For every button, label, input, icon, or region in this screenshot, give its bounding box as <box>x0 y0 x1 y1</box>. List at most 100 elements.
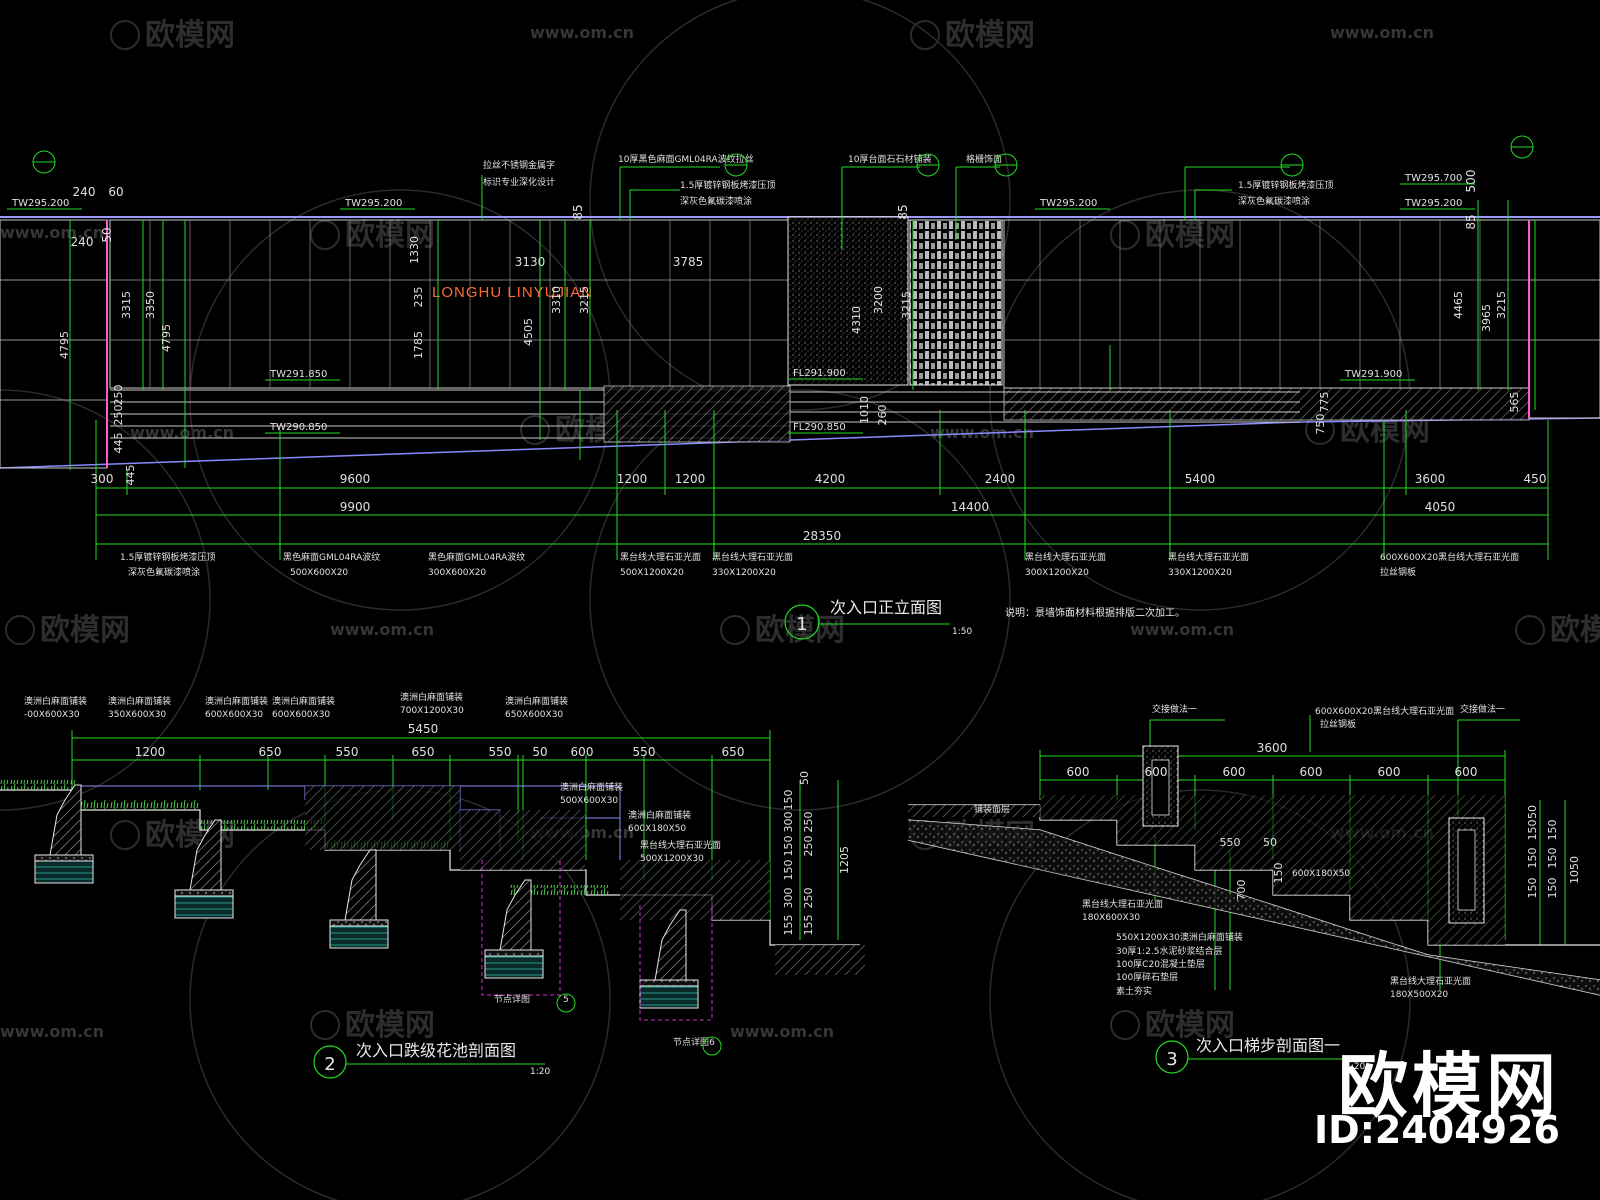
dim-vertical: 250 <box>112 385 125 406</box>
stone-cladding-zone <box>603 385 791 443</box>
dim-bottom: 2400 <box>985 472 1016 486</box>
s3-dim-right: 150 <box>1546 820 1559 841</box>
level-tag: TW295.200 <box>344 198 402 209</box>
s3-dim: 600 <box>1145 765 1168 779</box>
watermark-logo-icon <box>1515 615 1545 645</box>
section2-scale: 1:20 <box>530 1067 550 1077</box>
s3-label: 30厚1:2.5水泥砂浆结合层 <box>1116 945 1223 957</box>
stair-post-right-inner <box>1457 829 1476 911</box>
sign-text: LONGHU LINYUJIAN <box>432 284 593 301</box>
detail-ref-icon <box>702 1036 722 1056</box>
s3-dim-mid: 50 <box>1263 836 1277 849</box>
material-label: 黑色麻面GML04RA波纹 <box>428 551 525 563</box>
s2-dim-right: 155 <box>802 915 815 936</box>
s3-dim-right: 150 <box>1526 848 1539 869</box>
dim-vertical: 1010 <box>858 396 871 424</box>
planter-grass-2 <box>75 800 200 810</box>
s2-dim-right: 1205 <box>838 846 851 874</box>
brand-logo-text: 欧模网 <box>1338 1045 1560 1127</box>
stone-panel-center <box>787 216 909 386</box>
footing-gravel <box>174 889 234 897</box>
watermark-circle <box>989 789 1411 1200</box>
material-label: 600X600X20黑台线大理石亚光面 <box>1380 551 1519 563</box>
watermark-url: www.om.cn <box>730 1022 834 1041</box>
s2-dim: 650 <box>722 745 745 759</box>
section3-title-number: 3 <box>1166 1049 1177 1070</box>
detail-bracket-5 <box>481 860 561 996</box>
s2-dim-right: 250 <box>802 812 815 833</box>
watermark-url: www.om.cn <box>930 423 1034 442</box>
stone-fill-1 <box>305 786 460 850</box>
level-tag: TW295.200 <box>1039 198 1097 209</box>
dim-vertical: 4310 <box>850 306 863 334</box>
s2-label: 700X1200X30 <box>400 706 464 716</box>
dim-vertical: 445 <box>112 433 125 454</box>
dim-vertical: 3965 <box>1480 304 1493 332</box>
s2-label: 黑台线大理石亚光面 <box>640 839 721 851</box>
dim-vertical: 775 <box>1318 392 1331 413</box>
s2-dim-right: 300 <box>782 888 795 909</box>
s2-label: 节点详图 <box>494 993 530 1005</box>
s2-label: -00X600X30 <box>24 710 80 720</box>
s3-dim-mid: 700 <box>1235 880 1248 901</box>
dim-top: 50 <box>100 227 114 242</box>
s3-dim: 600 <box>1223 765 1246 779</box>
s3-label: 600X600X20黑台线大理石亚光面 <box>1315 705 1454 717</box>
watermark-logo: 欧模网 <box>1145 1008 1235 1043</box>
level-tag: TW295.700 <box>1404 173 1462 184</box>
s2-dim-right: 300 <box>782 812 795 833</box>
s3-dim-right: 150 <box>1526 878 1539 899</box>
watermark-logo-icon <box>1110 1010 1140 1040</box>
s3-label: 180X600X30 <box>1082 913 1140 923</box>
section2-title-circle <box>313 1045 347 1079</box>
dim-vertical: 4465 <box>1452 291 1465 319</box>
section2-title-number: 2 <box>324 1054 335 1075</box>
footing-gravel <box>329 919 389 927</box>
grille-panel <box>909 219 1003 386</box>
s3-label: 铺装面层 <box>974 803 1010 815</box>
material-label: 拉丝钢板 <box>1380 566 1416 578</box>
s2-dim: 550 <box>489 745 512 759</box>
footing-gravel <box>34 854 94 862</box>
dim-top: 60 <box>108 185 123 199</box>
dim-vertical: 4795 <box>58 331 71 359</box>
watermark-url: www.om.cn <box>0 223 104 242</box>
watermark-logo: 欧模网 <box>755 613 845 648</box>
dim-vertical: 4505 <box>522 318 535 346</box>
retaining-wall <box>654 909 687 981</box>
dim-top: 3130 <box>515 255 546 269</box>
ground-hatch-2 <box>775 945 865 975</box>
dim-bottom: 300 <box>91 472 114 486</box>
dim-bottom: 5400 <box>1185 472 1216 486</box>
s2-label: 澳洲白麻面铺装 <box>628 809 691 821</box>
s3-dim-mid: 150 <box>1272 863 1285 884</box>
material-label: 500X1200X20 <box>620 568 684 578</box>
elevation-note: 说明：景墙饰面材料根据排版二次加工。 <box>1005 606 1185 619</box>
s2-label: 澳洲白麻面铺装 <box>205 695 268 707</box>
s2-dim-right: 150 <box>782 860 795 881</box>
s2-label: 澳洲白麻面铺装 <box>108 695 171 707</box>
s3-label: 素土夯实 <box>1116 985 1152 997</box>
material-label: 黑台线大理石亚光面 <box>712 551 793 563</box>
dim-vertical: 750 <box>1314 414 1327 435</box>
s2-dim: 50 <box>532 745 547 759</box>
s3-dim: 600 <box>1378 765 1401 779</box>
dim-vertical: 3310 <box>550 286 563 314</box>
level-tag: TW291.900 <box>1344 369 1402 380</box>
watermark-url: www.om.cn <box>1330 23 1434 42</box>
s2-label: 节点详图 <box>673 1036 709 1048</box>
s2-dim-right: 155 <box>782 915 795 936</box>
s2-dim-right: 150 <box>782 836 795 857</box>
detail-bracket-6 <box>639 905 713 1021</box>
s2-dim: 550 <box>336 745 359 759</box>
s2-label: 600X180X50 <box>628 824 686 834</box>
dim-vertical: 445 <box>124 465 137 486</box>
main-wall-left <box>109 219 789 389</box>
dim-top: 85 <box>1464 214 1478 229</box>
s3-label: 黑台线大理石亚光面 <box>1082 898 1163 910</box>
watermark-logo-icon <box>310 220 340 250</box>
base-cladding-right <box>1003 387 1530 421</box>
s2-dim: 650 <box>412 745 435 759</box>
